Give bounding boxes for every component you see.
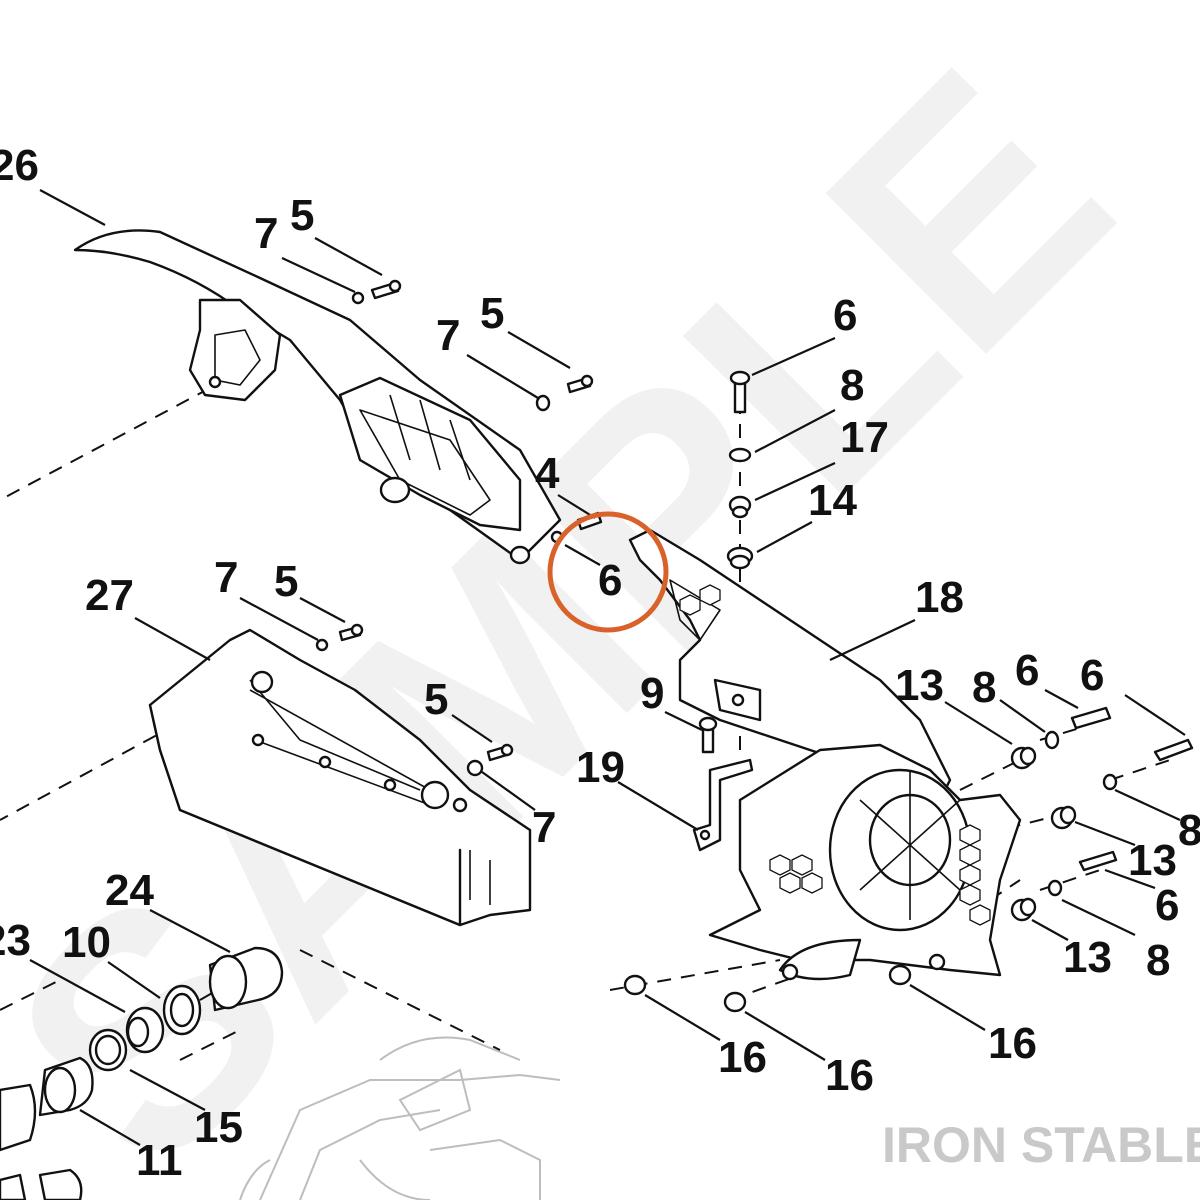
callout-15: 15 [194,1103,243,1152]
hex-pattern [679,584,991,926]
callout-5: 5 [274,557,298,606]
callout-26: 26 [0,141,39,190]
callout-5: 5 [424,675,448,724]
callout-6-highlighted: 6 [598,556,622,605]
highlight-circle [547,511,669,633]
callout-6: 6 [1080,651,1104,700]
callout-6: 6 [1155,881,1179,930]
callout-14: 14 [808,476,857,525]
callout-16: 16 [825,1051,874,1100]
callout-11: 11 [136,1136,183,1185]
callout-6: 6 [833,291,857,340]
drive-bearings [0,946,284,1200]
callout-7: 7 [254,209,278,258]
rear-housing [679,584,1022,981]
callout-7: 7 [436,311,460,360]
callout-7: 7 [532,803,556,852]
part-26-upper-guard [73,229,562,565]
callout-10: 10 [62,918,111,967]
part-27-lower-guard [148,628,532,927]
callout-13: 13 [1063,933,1112,982]
callout-8: 8 [1146,936,1170,985]
callout-13: 13 [1128,836,1177,885]
callout-27: 27 [85,571,134,620]
callout-9: 9 [640,669,664,718]
callout-6: 6 [1015,646,1039,695]
callout-5: 5 [290,191,314,240]
callout-17: 17 [840,413,889,462]
callout-labels: 26 7 5 7 5 6 8 17 14 4 6 18 27 7 5 5 7 9… [0,141,1200,1185]
callout-16: 16 [718,1033,767,1082]
callout-8: 8 [840,361,864,410]
part-19-bracket [692,758,754,852]
callout-8: 8 [1178,806,1200,855]
callout-19: 19 [576,743,625,792]
brand-text: IRON STABLE [882,1117,1200,1173]
callout-8: 8 [972,663,996,712]
callout-7: 7 [214,553,238,602]
callout-13: 13 [895,661,944,710]
callout-5: 5 [480,289,504,338]
callout-24: 24 [105,866,154,915]
callout-4: 4 [535,449,560,498]
callout-18: 18 [915,573,964,622]
fasteners [315,279,1194,1013]
ghost-frame [239,1036,561,1200]
callout-16: 16 [988,1019,1037,1068]
callout-23: 23 [0,916,31,965]
leader-lines [29,189,1186,1146]
